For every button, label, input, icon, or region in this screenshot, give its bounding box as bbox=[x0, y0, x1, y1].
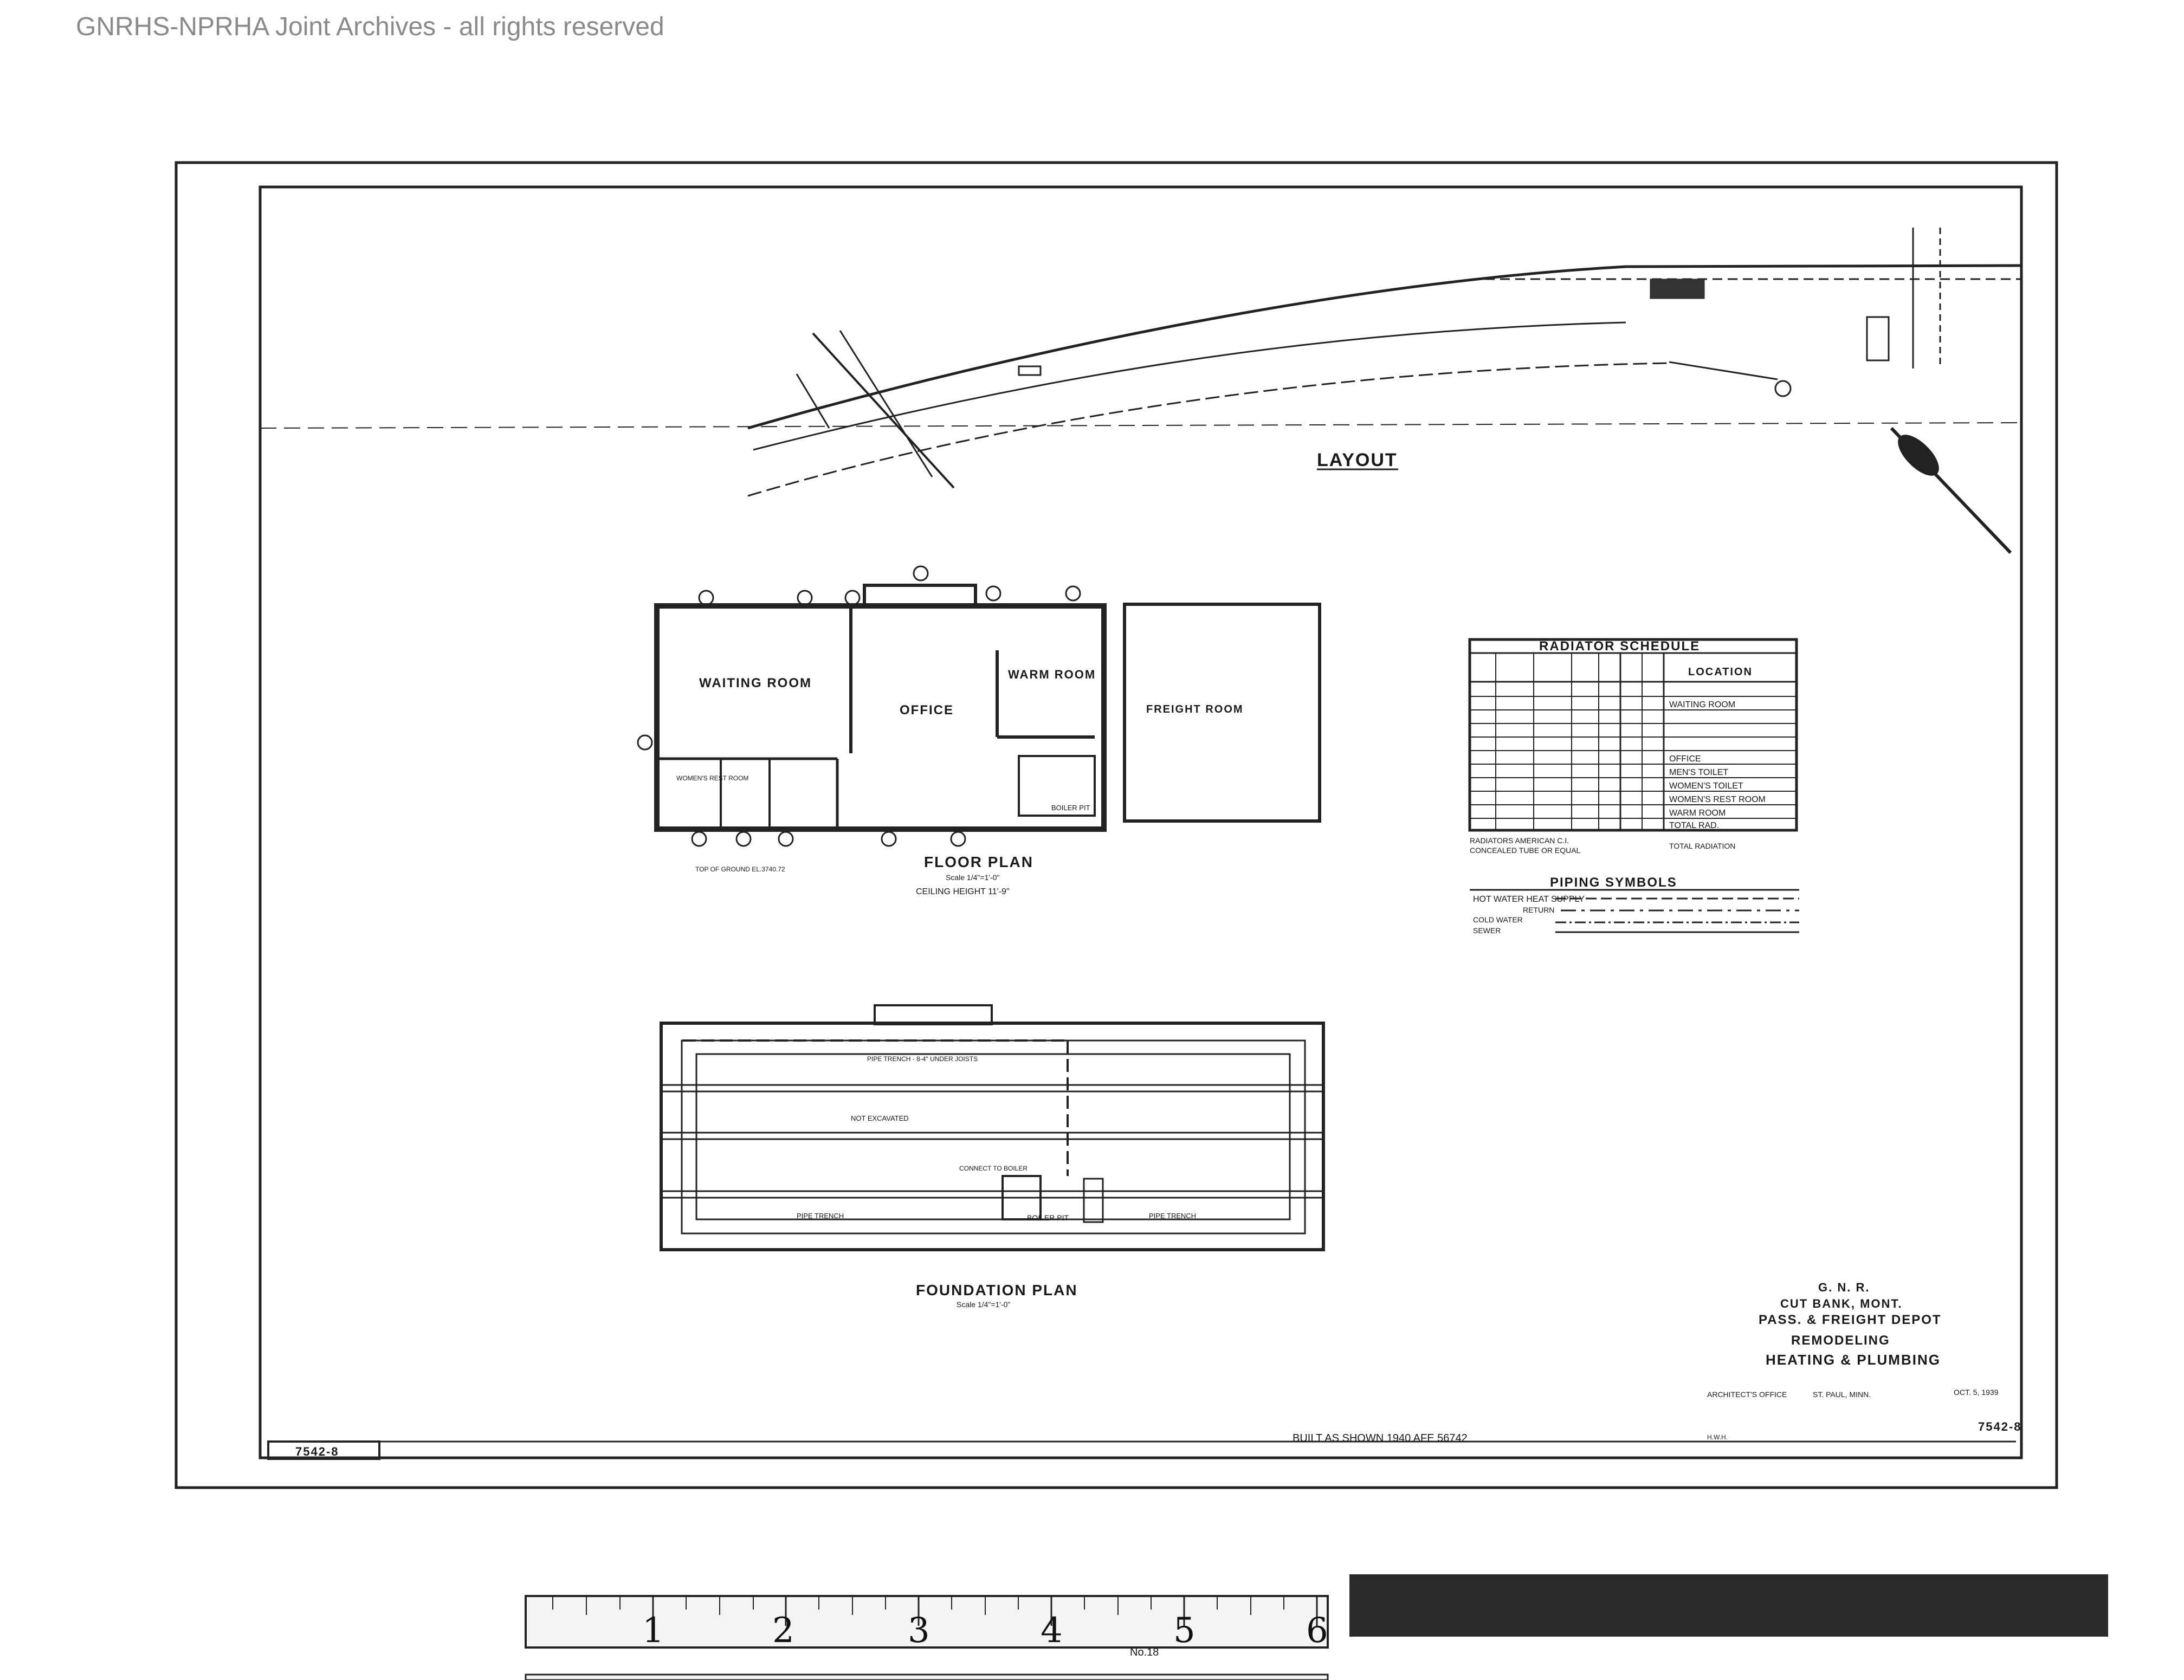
room-warm: WARM ROOM bbox=[1008, 668, 1096, 681]
piping-hot-water: HOT WATER HEAT SUPPLY bbox=[1473, 895, 1585, 904]
radiator-loc-6: WARM ROOM bbox=[1669, 809, 1726, 818]
foundation-note-1: PIPE TRENCH - 8-4" UNDER JOISTS bbox=[867, 1055, 978, 1063]
floor-plan-scale: Scale 1/4"=1'-0" bbox=[946, 873, 999, 882]
title-date: OCT. 5, 1939 bbox=[1954, 1388, 1999, 1397]
foundation-plan bbox=[660, 1004, 1325, 1251]
foundation-note-3: CONNECT TO BOILER bbox=[959, 1165, 1028, 1172]
ruler-num-6: 6 bbox=[1306, 1611, 1328, 1651]
room-office: OFFICE bbox=[900, 703, 954, 718]
radiator-loc-1: WAITING ROOM bbox=[1669, 700, 1735, 709]
color-strip bbox=[1349, 1574, 2108, 1637]
radiator-footer-2: CONCEALED TUBE OR EQUAL bbox=[1470, 846, 1581, 855]
ruler-num-5: 5 bbox=[1173, 1611, 1196, 1651]
piping-symbols-title: PIPING SYMBOLS bbox=[1550, 875, 1677, 890]
outer-border bbox=[175, 161, 2058, 1489]
floor-plan-ceiling: CEILING HEIGHT 11'-9" bbox=[916, 887, 1010, 896]
piping-sewer: SEWER bbox=[1473, 926, 1501, 935]
ruler-num-2: 2 bbox=[772, 1611, 794, 1651]
layout-title: LAYOUT bbox=[1317, 450, 1398, 470]
piping-symbols-lines bbox=[1470, 889, 1799, 933]
built-as-shown: BUILT AS SHOWN 1940 AFE 56742 bbox=[1293, 1432, 1468, 1444]
foundation-note-4: PIPE TRENCH bbox=[797, 1212, 844, 1220]
foundation-note-2: NOT EXCAVATED bbox=[851, 1114, 909, 1122]
piping-cold-water: COLD WATER bbox=[1473, 915, 1523, 924]
piping-return: RETURN bbox=[1523, 906, 1554, 914]
radiator-schedule-table bbox=[1468, 638, 1798, 832]
ruler-mark: No.18 bbox=[1130, 1646, 1159, 1658]
foundation-note-5: BOILER PIT bbox=[1027, 1213, 1069, 1222]
track-layout bbox=[260, 228, 2022, 554]
radiator-loc-2: OFFICE bbox=[1669, 754, 1701, 764]
title-city: ST. PAUL, MINN. bbox=[1813, 1390, 1871, 1399]
ruler-num-4: 4 bbox=[1041, 1611, 1063, 1651]
ruler-num-3: 3 bbox=[908, 1611, 930, 1651]
sheet-number-left: 7542-8 bbox=[295, 1445, 339, 1458]
radiator-loc-7: TOTAL RAD. bbox=[1669, 821, 1719, 830]
title-line-1: G. N. R. bbox=[1818, 1281, 1870, 1294]
floor-plan bbox=[654, 584, 1321, 832]
ruler-num-1: 1 bbox=[642, 1611, 664, 1651]
inner-border bbox=[259, 185, 2023, 1459]
foundation-plan-scale: Scale 1/4"=1'-0" bbox=[957, 1300, 1010, 1309]
watermark: GNRHS-NPRHA Joint Archives - all rights … bbox=[76, 12, 664, 41]
foundation-plan-title: FOUNDATION PLAN bbox=[916, 1282, 1078, 1298]
radiator-footer-3: TOTAL RADIATION bbox=[1669, 842, 1735, 850]
radiator-schedule-title: RADIATOR SCHEDULE bbox=[1539, 639, 1700, 654]
title-line-3: PASS. & FREIGHT DEPOT bbox=[1759, 1313, 1942, 1327]
title-initials: H.W.H. bbox=[1707, 1433, 1728, 1441]
top-of-ground: TOP OF GROUND EL.3740.72 bbox=[695, 865, 785, 873]
ruler: 1 2 3 4 5 6 No.18 bbox=[525, 1574, 2108, 1680]
radiator-location-header: LOCATION bbox=[1688, 666, 1753, 678]
grid-markers bbox=[637, 565, 1081, 847]
floor-plan-title: FLOOR PLAN bbox=[924, 854, 1033, 870]
radiator-footer-1: RADIATORS AMERICAN C.I. bbox=[1470, 836, 1569, 845]
radiator-loc-4: WOMEN'S TOILET bbox=[1669, 781, 1743, 791]
radiator-loc-3: MEN'S TOILET bbox=[1669, 768, 1728, 777]
title-line-5: HEATING & PLUMBING bbox=[1766, 1352, 1941, 1368]
room-freight: FREIGHT ROOM bbox=[1146, 703, 1244, 715]
title-office: ARCHITECT'S OFFICE bbox=[1707, 1390, 1787, 1399]
room-boiler-pit: BOILER PIT bbox=[1051, 804, 1090, 812]
title-line-4: REMODELING bbox=[1791, 1333, 1890, 1348]
foundation-note-6: PIPE TRENCH bbox=[1149, 1212, 1196, 1220]
room-womens: WOMEN'S REST ROOM bbox=[676, 774, 748, 782]
radiator-loc-5: WOMEN'S REST ROOM bbox=[1669, 795, 1766, 804]
title-line-2: CUT BANK, MONT. bbox=[1780, 1297, 1903, 1310]
sheet-number-right: 7542-8 bbox=[1978, 1420, 2022, 1433]
sheet-number-box bbox=[267, 1440, 380, 1460]
room-waiting: WAITING ROOM bbox=[699, 676, 812, 690]
